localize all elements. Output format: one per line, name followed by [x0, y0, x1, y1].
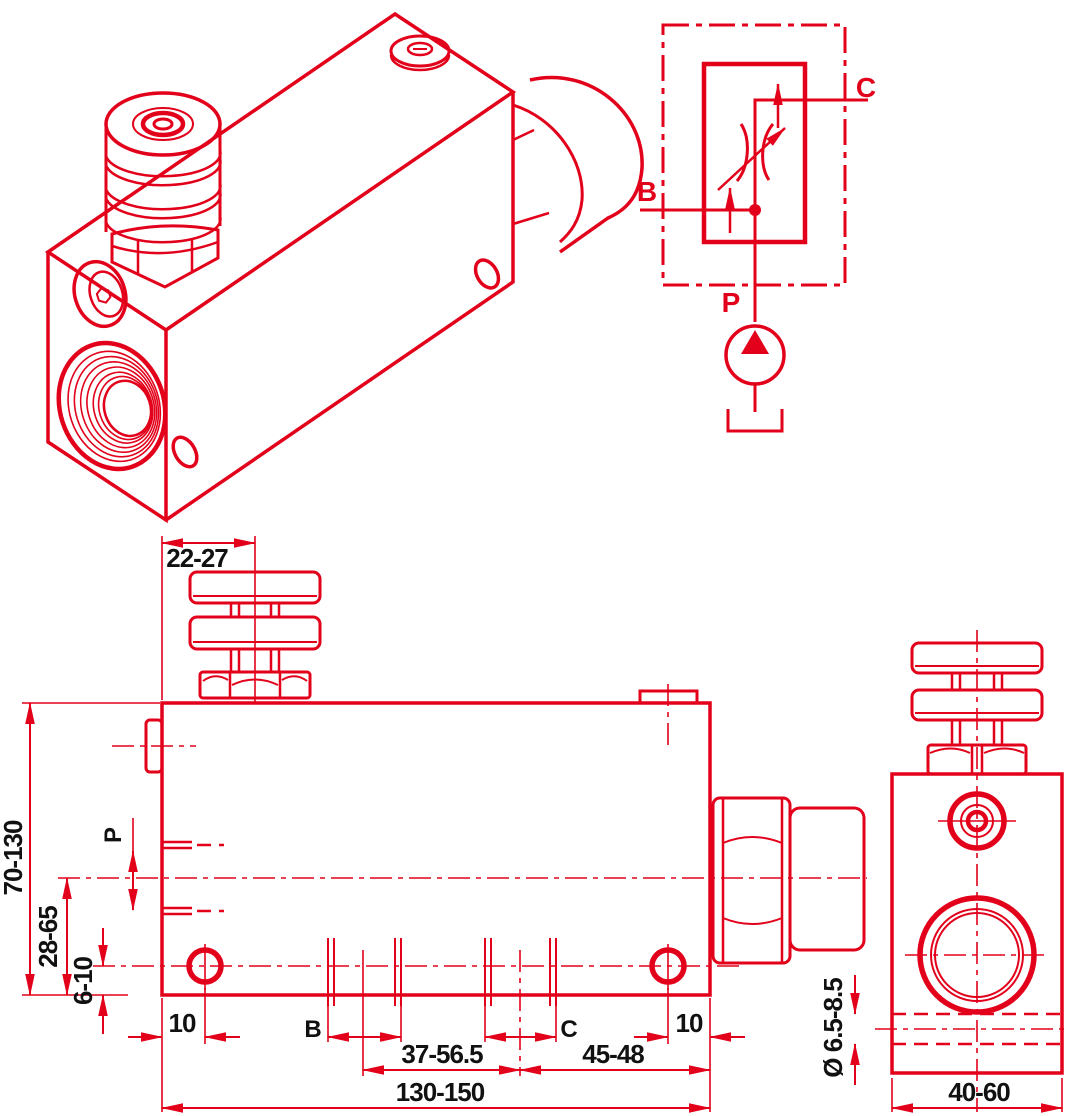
dim-length: 130-150 — [161, 998, 711, 1113]
pump-symbol — [724, 324, 786, 412]
side-view — [875, 630, 1069, 1112]
port-label-b: B — [304, 1016, 321, 1043]
iso-lock-nut — [110, 224, 220, 289]
hydraulic-schematic: B C P — [637, 23, 876, 433]
dim-b-to-c: 37-56.5 — [362, 1039, 521, 1075]
iso-adjustment-knob — [104, 91, 222, 244]
side-through-hole — [875, 1012, 1069, 1046]
dim-port-b: B — [304, 1006, 402, 1043]
dim-label-40-60: 40-60 — [948, 1077, 1010, 1107]
schematic-port-c-label: C — [856, 72, 876, 103]
dim-label-28-65: 28-65 — [33, 906, 63, 968]
dim-through-hole-dia: Ø 6.5-8.5 — [818, 975, 860, 1085]
dim-c-to-end: 45-48 — [519, 1039, 711, 1075]
side-lock-nut — [926, 743, 1028, 776]
front-port-p-lines — [162, 840, 224, 916]
dim-label-6-10: 6-10 — [68, 956, 98, 1005]
iso-mounting-hole-left — [171, 435, 199, 469]
port-label-c: C — [560, 1016, 577, 1043]
schematic-junction-dot — [749, 204, 761, 216]
schematic-boundary-box — [661, 23, 847, 287]
iso-side-plug — [72, 259, 128, 329]
port-label-p: P — [100, 827, 127, 843]
iso-top-plug — [389, 34, 451, 72]
side-main-port — [905, 895, 1050, 1015]
schematic-port-b-label: B — [637, 176, 657, 207]
iso-mounting-hole-right — [473, 258, 501, 290]
front-male-adapter — [788, 806, 866, 952]
front-view — [58, 536, 867, 1076]
front-body — [160, 701, 712, 997]
dim-right-hole-offset: 10 — [634, 988, 745, 1112]
dim-side-width: 40-60 — [891, 1077, 1063, 1113]
iso-hex-fitting — [512, 75, 644, 254]
dim-knob-width: 22-27 — [161, 536, 256, 700]
dim-label-dia-6-5-8-5: Ø 6.5-8.5 — [818, 978, 848, 1078]
dim-left-hole-offset: 10 — [128, 988, 240, 1044]
front-port-b-ticks — [327, 938, 402, 1076]
front-adjustment-knob — [188, 536, 322, 703]
front-port-c-ticks — [484, 938, 557, 1076]
dim-label-45-48: 45-48 — [582, 1039, 644, 1069]
dim-label-22-27: 22-27 — [166, 543, 228, 573]
dim-label-10-left: 10 — [169, 1008, 196, 1038]
front-lock-nut — [198, 670, 312, 700]
isometric-view — [44, 11, 644, 524]
dimensions: 22-27 70-130 28-65 6-10 P — [0, 536, 1063, 1113]
dim-label-10-right: 10 — [676, 1008, 703, 1038]
iso-valve-body — [44, 11, 517, 524]
dim-label-37-56-5: 37-56.5 — [401, 1039, 483, 1069]
dim-height: 70-130 — [0, 702, 160, 996]
dim-axis-to-base: 28-65 — [33, 877, 72, 996]
dim-hole-to-base: 6-10 — [68, 928, 108, 1034]
front-hex-fitting — [711, 796, 866, 965]
side-top-bore — [938, 791, 1016, 851]
dim-port-p: P — [100, 818, 138, 911]
schematic-port-p-label: P — [722, 287, 741, 318]
dim-label-70-130: 70-130 — [0, 820, 28, 895]
schematic-line-p-to-c — [753, 98, 868, 322]
side-adjustment-knob — [910, 641, 1044, 776]
tank-symbol — [726, 409, 784, 433]
flow-restrictor-symbol — [717, 123, 786, 191]
dim-label-130-150: 130-150 — [396, 1077, 485, 1107]
iso-threaded-port — [56, 340, 168, 472]
dim-port-c: C — [484, 1006, 578, 1043]
